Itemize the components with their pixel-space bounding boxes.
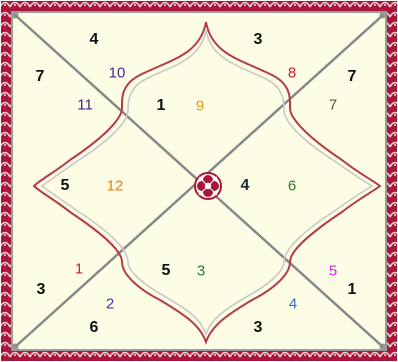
label-left-top-outer: 7 — [36, 69, 45, 85]
label-right-bottom-outer: 1 — [348, 282, 357, 298]
label-tr-inner-a: 8 — [288, 66, 296, 81]
label-bottom-center-b: 3 — [197, 264, 205, 279]
label-bottom-right-outer: 3 — [254, 320, 263, 336]
label-bottom-left-outer: 6 — [90, 320, 99, 336]
label-tr-inner-b: 7 — [329, 98, 337, 113]
knot-ornament-icon — [195, 173, 221, 199]
label-br-inner-a: 5 — [329, 264, 337, 279]
label-br-inner-b: 4 — [289, 297, 297, 312]
label-top-left-outer: 4 — [90, 32, 99, 48]
label-left-center-b: 12 — [107, 179, 124, 194]
label-bl-inner-b: 2 — [106, 297, 114, 312]
label-top-center-a: 1 — [157, 98, 166, 114]
label-left-center-a: 5 — [61, 178, 70, 194]
label-right-center-a: 4 — [241, 178, 250, 194]
label-top-center-b: 9 — [196, 99, 204, 114]
label-right-top-outer: 7 — [348, 69, 357, 85]
label-left-bottom-outer: 3 — [37, 282, 46, 298]
label-right-center-b: 6 — [288, 179, 296, 194]
label-bottom-center-a: 5 — [162, 263, 171, 279]
label-tl-inner-b: 11 — [77, 98, 93, 113]
label-bl-inner-a: 1 — [75, 262, 83, 277]
label-tl-inner-a: 10 — [109, 66, 126, 81]
label-top-right-outer: 3 — [254, 32, 263, 48]
